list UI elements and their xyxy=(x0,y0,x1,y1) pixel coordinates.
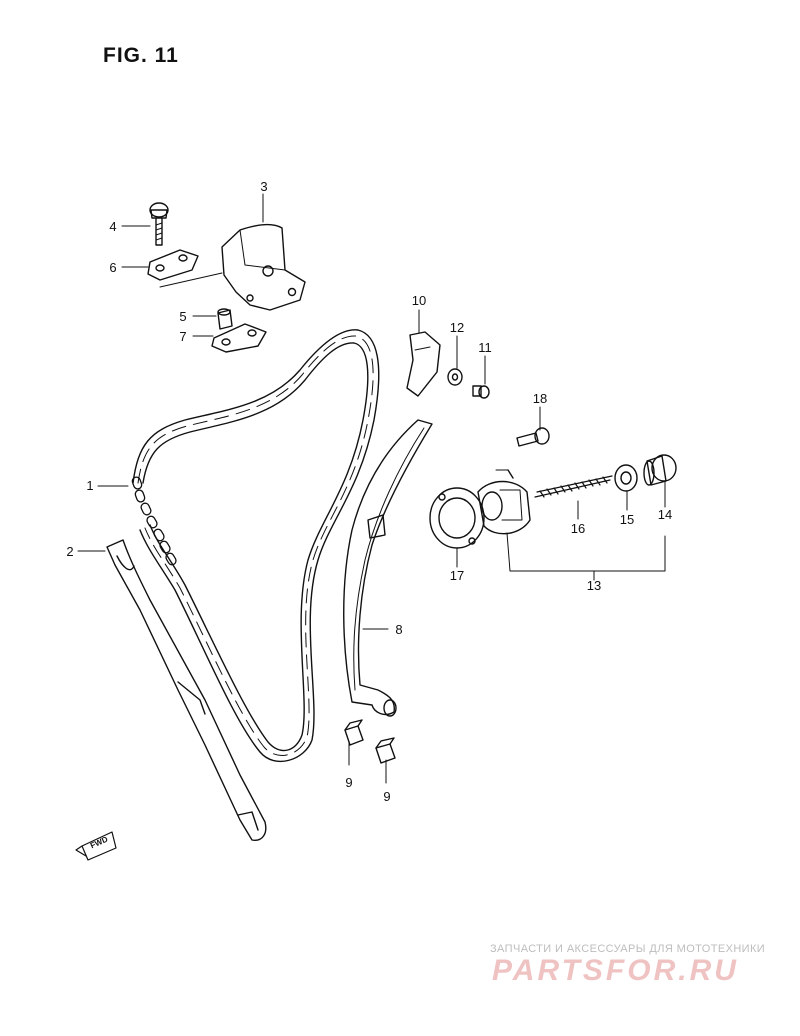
dowel-pin-part xyxy=(217,308,233,330)
callout-9b: 9 xyxy=(383,789,391,804)
watermark-logo: PARTSFOR.RU xyxy=(492,954,739,987)
callout-9a: 9 xyxy=(345,775,353,790)
chain-guide-part xyxy=(106,539,267,841)
forward-arrow-icon xyxy=(75,831,117,861)
plate-part-6 xyxy=(147,249,199,281)
bolt-part-4 xyxy=(149,202,169,246)
callout-5: 5 xyxy=(179,309,187,324)
cap-bolt-part xyxy=(643,454,677,486)
cushion-part-a xyxy=(344,719,364,746)
spring-part xyxy=(534,475,613,498)
callout-3: 3 xyxy=(260,179,268,194)
callout-10: 10 xyxy=(411,293,427,308)
o-ring-part xyxy=(614,464,638,492)
callout-2: 2 xyxy=(66,544,74,559)
watermark-tagline: ЗАПЧАСТИ И АКСЕССУАРЫ ДЛЯ МОТОТЕХНИКИ xyxy=(490,943,766,955)
tensioner-body-part xyxy=(429,469,531,549)
callout-4: 4 xyxy=(109,219,117,234)
figure-title: FIG. 11 xyxy=(103,44,179,67)
cushion-part-b xyxy=(375,737,396,764)
callout-16: 16 xyxy=(570,521,586,536)
callout-8: 8 xyxy=(395,622,403,637)
washer-part xyxy=(447,368,463,386)
bolt-part-11 xyxy=(472,385,490,399)
leader-lines xyxy=(77,193,666,784)
guide-part xyxy=(406,331,441,397)
callout-14: 14 xyxy=(657,507,673,522)
bolt-part-18 xyxy=(516,427,550,447)
callout-7: 7 xyxy=(179,329,187,344)
callout-17: 17 xyxy=(449,568,465,583)
plate-part-7 xyxy=(211,323,267,353)
callout-18: 18 xyxy=(532,391,548,406)
callout-6: 6 xyxy=(109,260,117,275)
callout-15: 15 xyxy=(619,512,635,527)
chain-tensioner-blade-part xyxy=(343,419,433,717)
upper-chain-guide-part xyxy=(221,223,306,311)
callout-13: 13 xyxy=(586,578,602,593)
callout-1: 1 xyxy=(86,478,94,493)
callout-11: 11 xyxy=(478,340,492,355)
callout-12: 12 xyxy=(449,320,465,335)
cam-chain-part xyxy=(131,329,380,763)
assembly-line xyxy=(159,272,223,288)
